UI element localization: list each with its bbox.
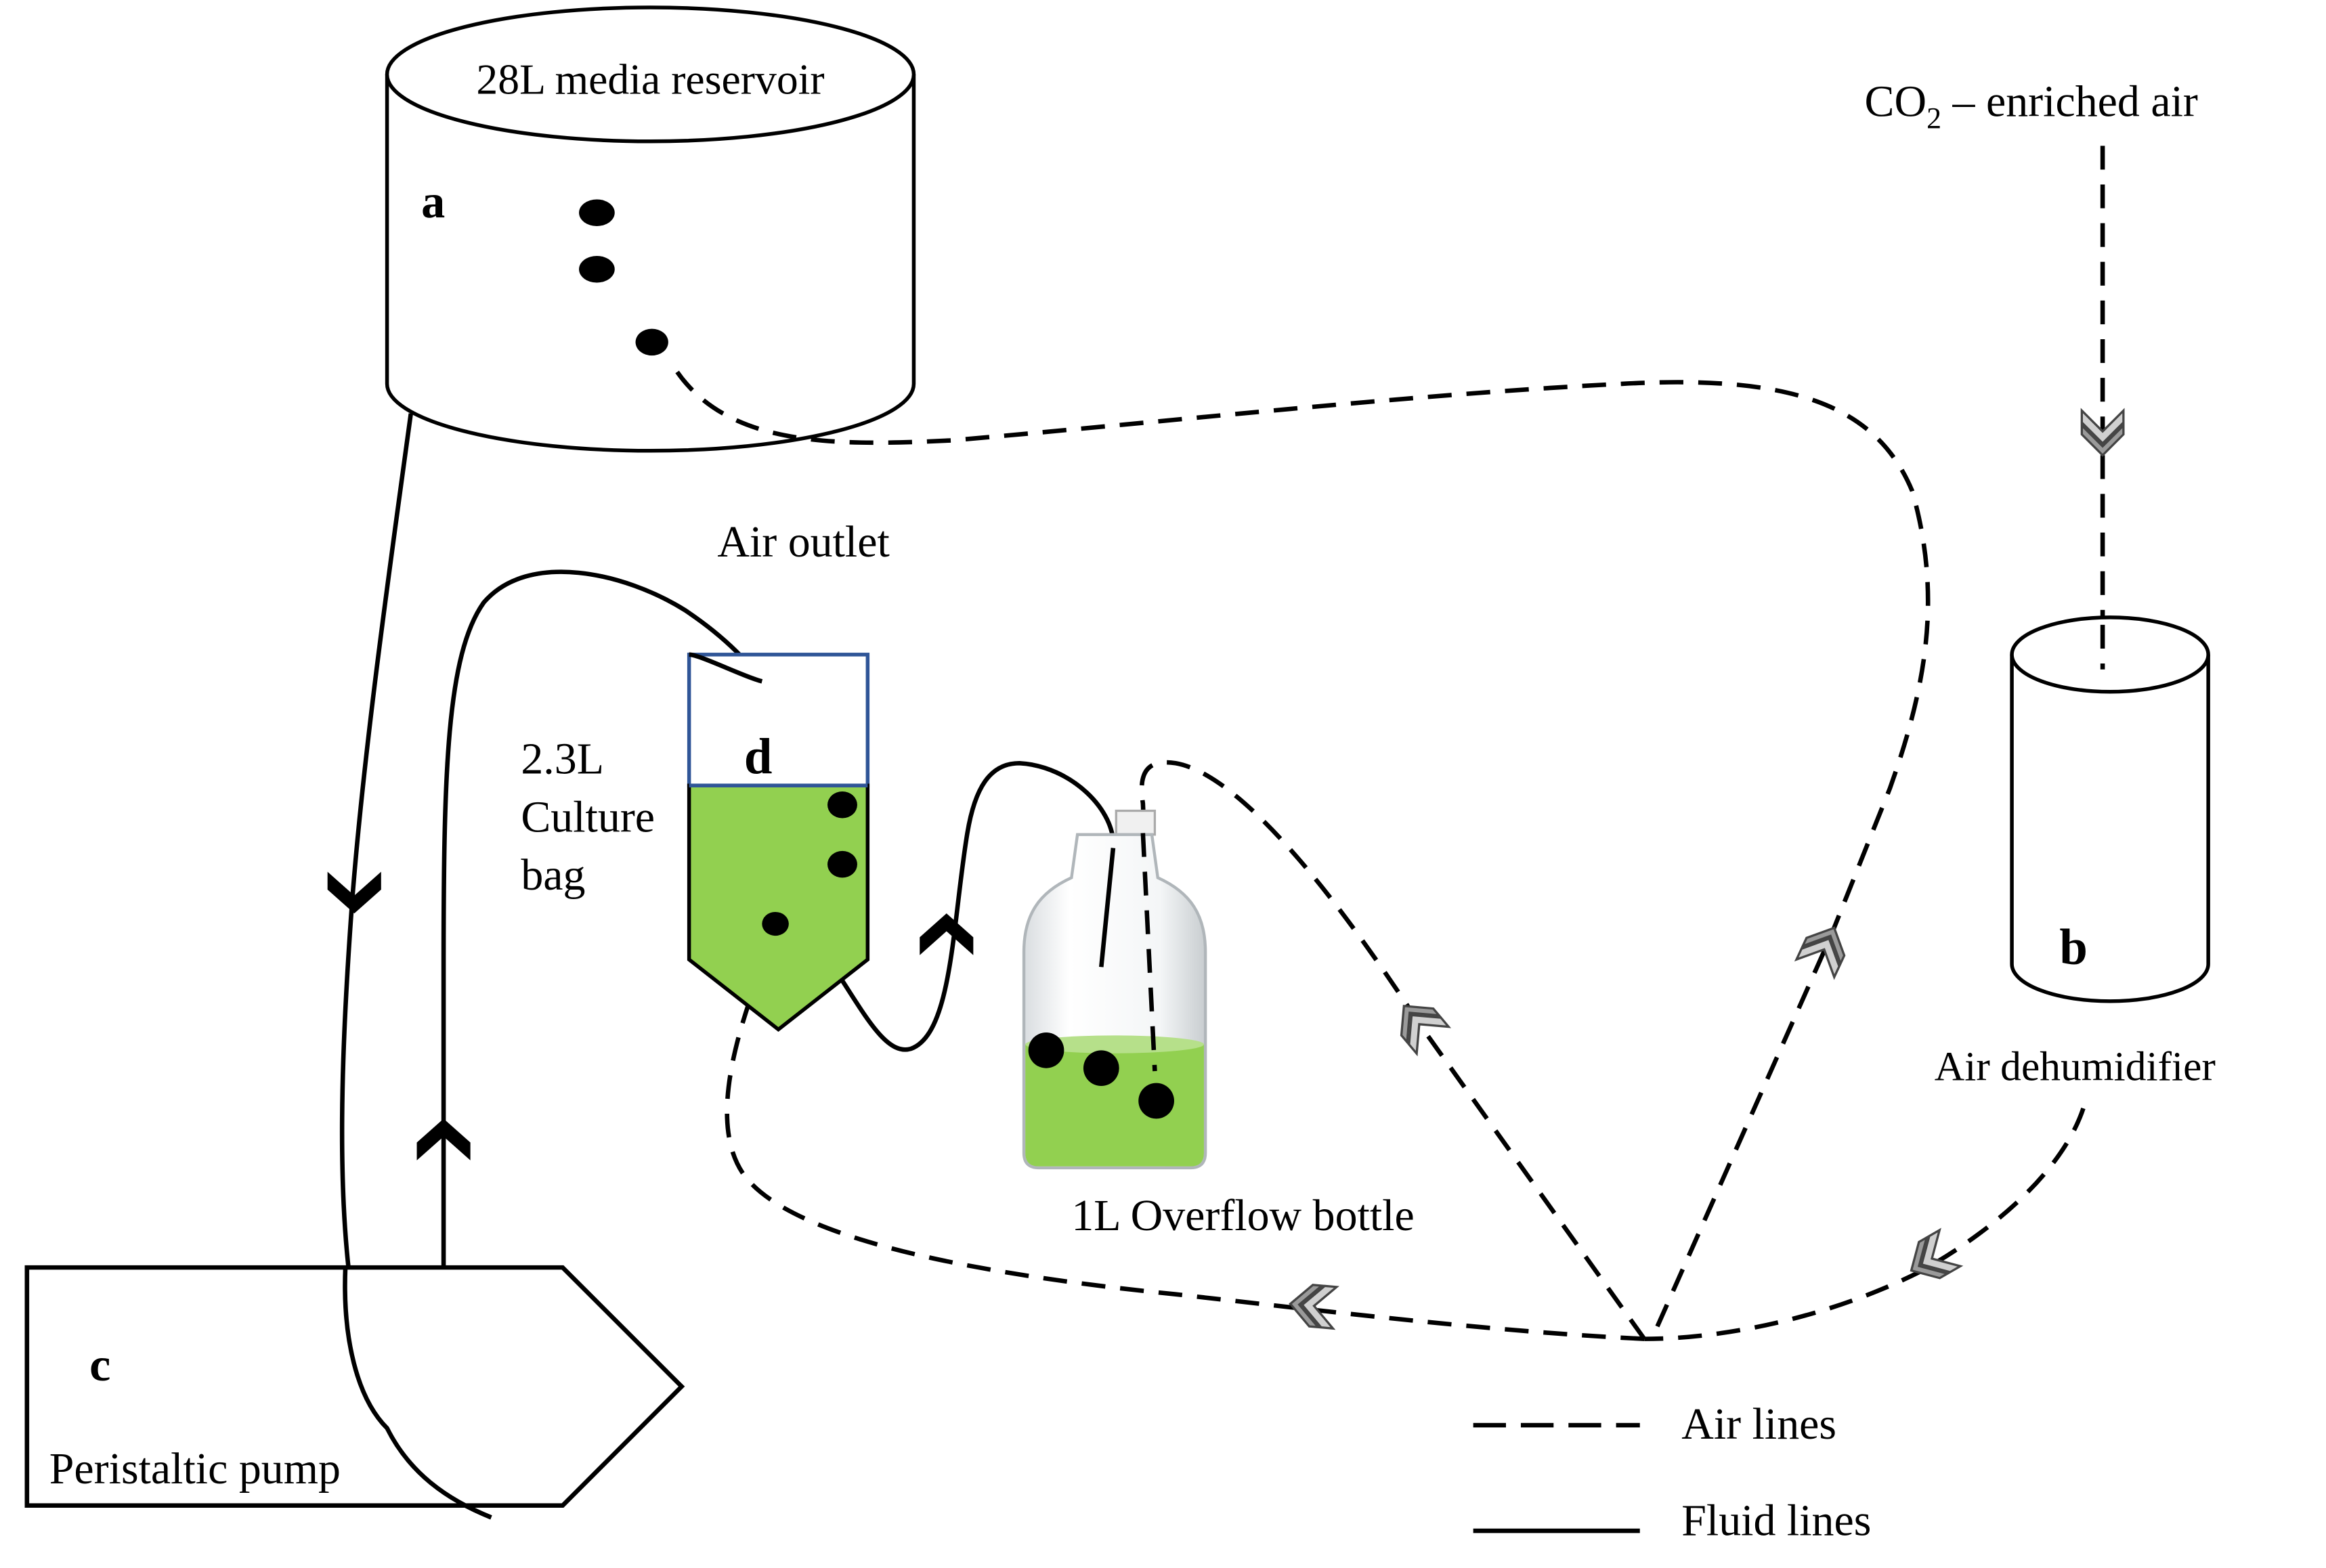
arrow-to-reservoir bbox=[1795, 917, 1855, 978]
pump-letter: c bbox=[89, 1338, 110, 1391]
pump-fluid-line bbox=[441, 569, 764, 1268]
bag-letter: d bbox=[744, 729, 773, 785]
overflow-bottle bbox=[1022, 809, 1207, 1170]
reservoir-bubble bbox=[579, 199, 615, 226]
bag-headspace bbox=[687, 653, 870, 787]
pump-label: Peristaltic pump bbox=[49, 1444, 341, 1494]
media-reservoir: 28L media reservoir a bbox=[385, 5, 916, 453]
bag-bubble bbox=[827, 850, 857, 878]
co2-label: CO2 – enriched air bbox=[1865, 77, 2198, 135]
legend: Air lines Fluid lines bbox=[1473, 1399, 1871, 1546]
reservoir-letter: a bbox=[421, 175, 445, 228]
bag-to-bottle-line bbox=[832, 760, 1116, 1052]
bottle-label: 1L Overflow bottle bbox=[1071, 1191, 1414, 1240]
legend-air-label: Air lines bbox=[1681, 1399, 1836, 1449]
bag-bubble bbox=[827, 791, 857, 819]
arrow-up-bag bbox=[920, 913, 974, 955]
arrow-dehumidifier-out bbox=[1899, 1229, 1962, 1290]
air-outlet-label: Air outlet bbox=[717, 517, 889, 567]
dehumidifier-label: Air dehumidifier bbox=[1935, 1043, 2216, 1089]
arrow-to-bag bbox=[1287, 1282, 1338, 1330]
bottle-bubble bbox=[1028, 1032, 1064, 1068]
bag-culture bbox=[687, 783, 870, 1032]
dehumidifier-letter: b bbox=[2059, 919, 2088, 976]
bag-label-line3: bag bbox=[521, 850, 585, 900]
reservoir-bubble bbox=[635, 328, 668, 356]
pump-tube-overlay bbox=[343, 1267, 492, 1520]
reservoir-air-line bbox=[675, 370, 1931, 1340]
peristaltic-pump: c Peristaltic pump bbox=[24, 1265, 685, 1508]
bag-bubble bbox=[762, 911, 789, 936]
reservoir-title: 28L media reservoir bbox=[476, 55, 824, 103]
bag-label-line2: Culture bbox=[521, 792, 655, 842]
legend-fluid-label: Fluid lines bbox=[1681, 1496, 1871, 1546]
reservoir-bubble bbox=[579, 255, 615, 283]
culture-bag: d 2.3L Culture bag bbox=[521, 652, 870, 1032]
bag-label-line1: 2.3L bbox=[521, 735, 604, 784]
bottle-air-line bbox=[1139, 760, 1647, 1341]
bottle-bubble bbox=[1138, 1083, 1174, 1119]
arrow-to-bottle bbox=[1387, 991, 1450, 1055]
bottle-liquid bbox=[1025, 1038, 1204, 1167]
bottle-bubble bbox=[1083, 1050, 1119, 1087]
dehumidifier-air-line bbox=[1644, 1107, 2086, 1341]
air-dehumidifier: b Air dehumidifier bbox=[1935, 615, 2216, 1089]
bag-air-line bbox=[725, 936, 1645, 1341]
